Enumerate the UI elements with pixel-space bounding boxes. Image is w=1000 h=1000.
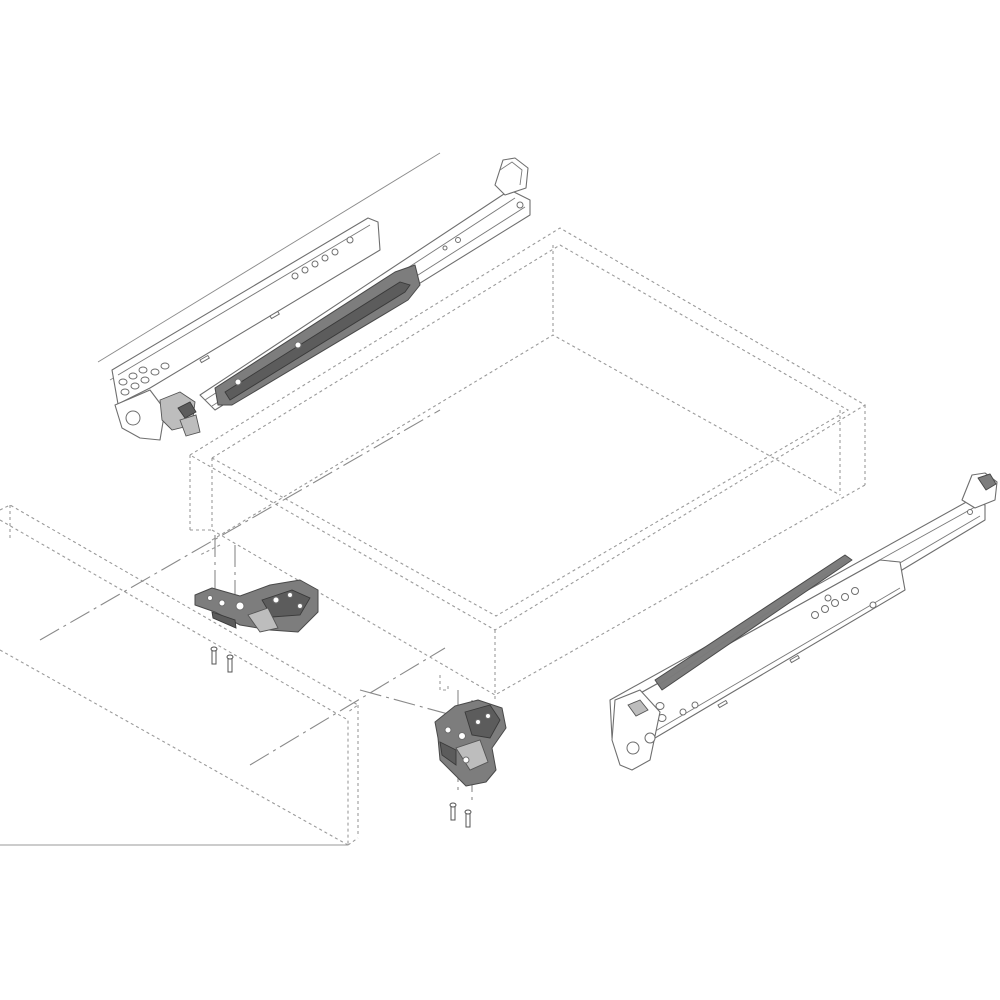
drawer-front — [0, 504, 360, 846]
runner-left-holes — [118, 236, 354, 396]
screw — [210, 646, 218, 665]
runner-right — [609, 472, 998, 771]
locking-device-right — [434, 699, 507, 787]
screw — [464, 809, 472, 828]
screws — [210, 646, 472, 828]
runner-left — [97, 152, 531, 441]
screw — [449, 802, 457, 821]
locking-device-left — [194, 579, 319, 633]
screw — [226, 654, 234, 673]
